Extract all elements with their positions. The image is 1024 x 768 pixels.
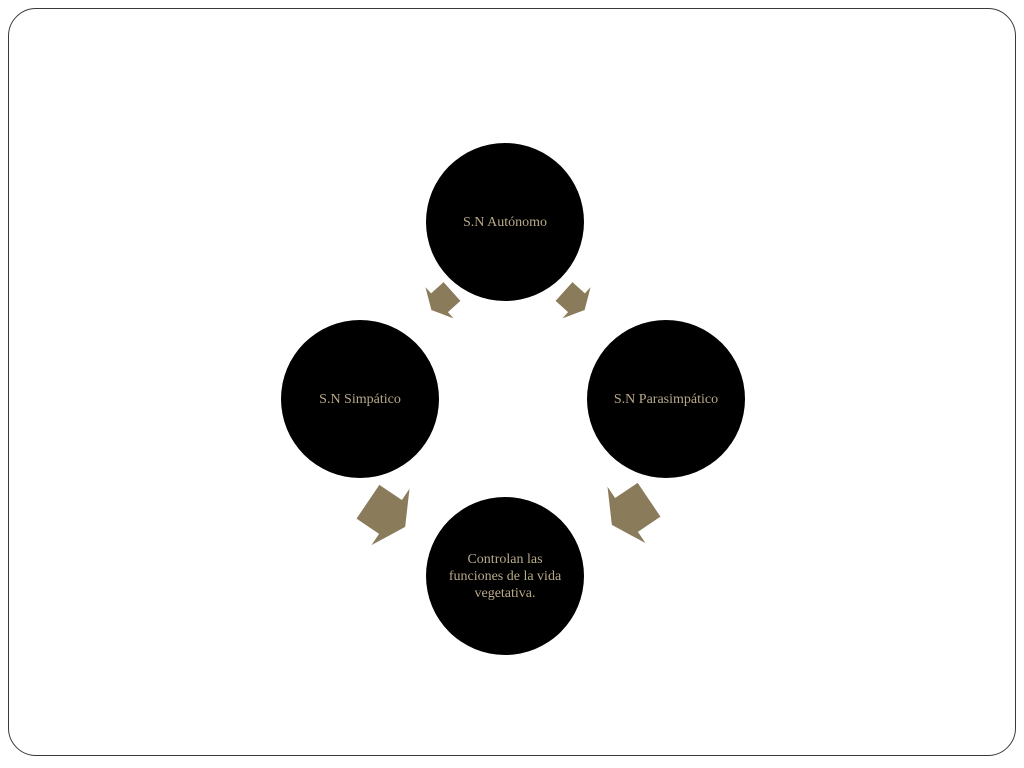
node-funciones-vegetativas: Controlan las funciones de la vida veget… — [426, 497, 584, 655]
node-simpatico-label: S.N Simpático — [319, 391, 401, 407]
node-autonomo: S.N Autónomo — [426, 143, 584, 301]
node-autonomo-label: S.N Autónomo — [462, 214, 547, 230]
node-parasimpatico-label: S.N Parasimpático — [613, 391, 719, 407]
node-parasimpatico: S.N Parasimpático — [587, 320, 745, 478]
node-funciones-vegetativas-label: Controlan las funciones de la vida veget… — [448, 551, 562, 601]
node-simpatico: S.N Simpático — [281, 320, 439, 478]
